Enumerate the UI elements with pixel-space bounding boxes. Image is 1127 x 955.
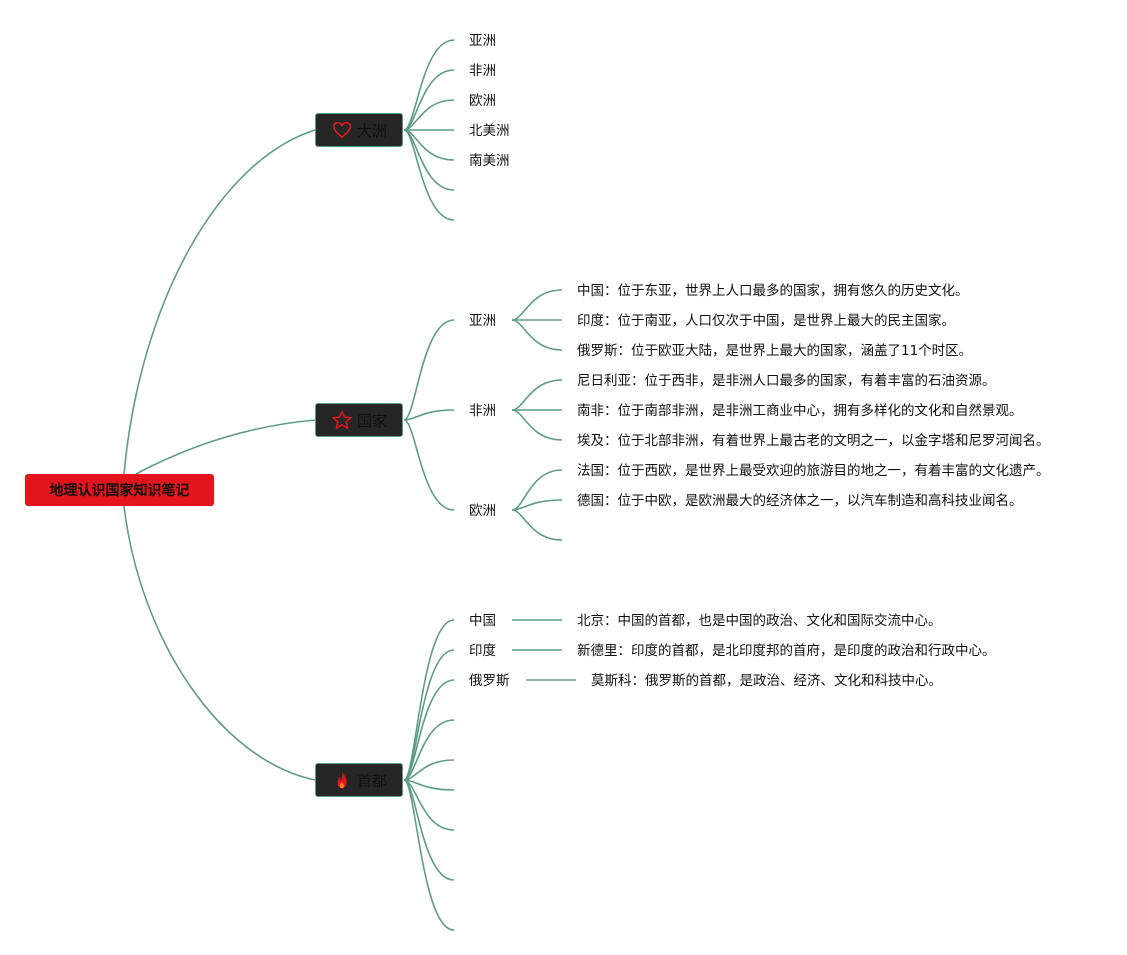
branch-label: 大洲 bbox=[356, 121, 387, 140]
country-group-label[interactable]: 亚洲 bbox=[469, 313, 496, 329]
capital-country-label[interactable]: 俄罗斯 bbox=[469, 673, 510, 689]
branch-edge bbox=[403, 679, 455, 781]
capital-detail[interactable]: 新德里：印度的首都，是北印度邦的首府，是印度的政治和行政中心。 bbox=[577, 643, 996, 659]
country-item[interactable]: 中国：位于东亚，世界上人口最多的国家，拥有悠久的历史文化。 bbox=[577, 283, 969, 299]
group-edge bbox=[511, 499, 563, 511]
capital-country-label[interactable]: 中国 bbox=[469, 613, 496, 629]
group-edge bbox=[511, 509, 563, 541]
root-node[interactable]: 地理认识国家知识笔记 bbox=[25, 474, 214, 506]
branch-label: 国家 bbox=[356, 411, 387, 430]
root-edge bbox=[123, 129, 316, 475]
branch-node-capitals[interactable]: 首都 bbox=[315, 763, 403, 797]
country-item[interactable]: 印度：位于南亚，人口仅次于中国，是世界上最大的民主国家。 bbox=[577, 313, 955, 329]
country-item[interactable]: 南非：位于南部非洲，是非洲工商业中心，拥有多样化的文化和自然景观。 bbox=[577, 403, 1023, 419]
branch-edge bbox=[403, 719, 455, 781]
branch-edge bbox=[403, 779, 455, 831]
branch-edge bbox=[403, 759, 455, 781]
branch-edge bbox=[403, 779, 455, 881]
capital-country-label[interactable]: 印度 bbox=[469, 643, 496, 659]
branch-edge bbox=[403, 619, 455, 781]
branch-node-countries[interactable]: 国家 bbox=[315, 403, 403, 437]
branch-edge bbox=[403, 69, 455, 131]
group-edge bbox=[511, 379, 563, 411]
branch-edge bbox=[403, 409, 455, 421]
country-item[interactable]: 埃及：位于北部非洲，有着世界上最古老的文明之一，以金字塔和尼罗河闻名。 bbox=[577, 433, 1050, 449]
branch-edge bbox=[403, 129, 455, 221]
continent-item[interactable]: 欧洲 bbox=[469, 93, 496, 109]
continent-item[interactable]: 亚洲 bbox=[469, 33, 496, 49]
country-item[interactable]: 俄罗斯：位于欧亚大陆，是世界上最大的国家，涵盖了11个时区。 bbox=[577, 343, 973, 359]
root-label: 地理认识国家知识笔记 bbox=[49, 483, 190, 499]
capital-detail[interactable]: 北京：中国的首都，也是中国的政治、文化和国际交流中心。 bbox=[577, 613, 942, 629]
group-edge bbox=[511, 319, 563, 351]
branch-edge bbox=[403, 39, 455, 131]
branch-edge bbox=[403, 419, 455, 511]
country-group-label[interactable]: 欧洲 bbox=[469, 503, 496, 519]
branch-edge bbox=[403, 779, 455, 931]
country-item[interactable]: 尼日利亚：位于西非，是非洲人口最多的国家，有着丰富的石油资源。 bbox=[577, 373, 996, 389]
star-icon bbox=[331, 409, 353, 431]
branch-edge bbox=[403, 129, 455, 161]
country-item[interactable]: 德国：位于中欧，是欧洲最大的经济体之一，以汽车制造和高科技业闻名。 bbox=[577, 493, 1023, 509]
group-edge bbox=[511, 409, 563, 441]
continent-item[interactable]: 北美洲 bbox=[469, 123, 510, 139]
root-edge bbox=[135, 419, 316, 475]
branch-edge bbox=[403, 99, 455, 131]
branch-label: 首都 bbox=[356, 771, 387, 790]
fire-icon bbox=[331, 769, 353, 791]
capital-detail[interactable]: 莫斯科：俄罗斯的首都，是政治、经济、文化和科技中心。 bbox=[591, 673, 942, 689]
country-item[interactable]: 法国：位于西欧，是世界上最受欢迎的旅游目的地之一，有着丰富的文化遗产。 bbox=[577, 463, 1050, 479]
branch-edge bbox=[403, 319, 455, 421]
root-edge bbox=[123, 505, 316, 781]
country-group-label[interactable]: 非洲 bbox=[469, 403, 496, 419]
continent-item[interactable]: 非洲 bbox=[469, 63, 496, 79]
group-edge bbox=[511, 469, 563, 511]
heart-icon bbox=[331, 119, 353, 141]
group-edge bbox=[511, 289, 563, 321]
branch-node-continents[interactable]: 大洲 bbox=[315, 113, 403, 147]
continent-item[interactable]: 南美洲 bbox=[469, 153, 510, 169]
